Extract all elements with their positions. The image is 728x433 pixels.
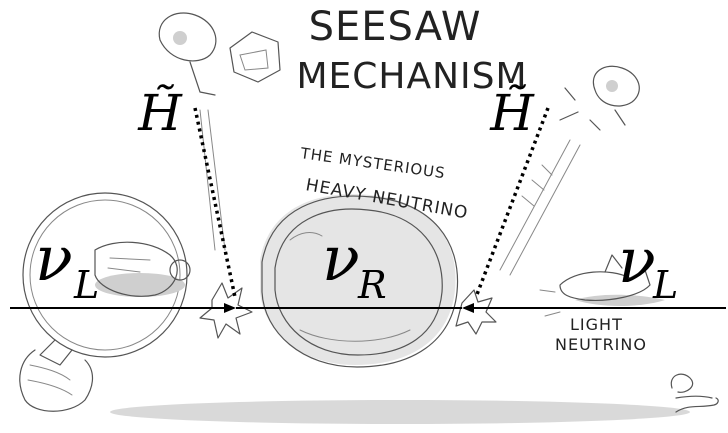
nu-left-label: ν L xyxy=(35,222,99,307)
nu-left-subscript: L xyxy=(73,263,99,307)
impact-burst-left xyxy=(200,283,252,338)
nu-right-subscript: L xyxy=(652,263,678,307)
nu-left-symbol: ν xyxy=(35,222,73,295)
higgs-line-left xyxy=(195,108,235,297)
higgs-label-left: H̃ xyxy=(137,83,183,142)
higgs-label-right: H̃ xyxy=(489,83,535,142)
light-annotation-line2: NEUTRINO xyxy=(555,335,647,354)
signature-scribble xyxy=(671,374,718,412)
impact-burst-right xyxy=(456,290,496,334)
nu-center-subscript: R xyxy=(357,263,387,307)
nu-center-symbol: ν xyxy=(322,222,360,295)
nu-right-label: ν L xyxy=(618,224,678,307)
title-line1: SEESAW xyxy=(309,4,482,50)
light-annotation-line1: LIGHT xyxy=(570,315,623,334)
nu-right-symbol: ν xyxy=(618,224,656,297)
light-neutrino-annotation: LIGHT NEUTRINO xyxy=(555,315,647,354)
ground-shadow xyxy=(110,400,690,424)
